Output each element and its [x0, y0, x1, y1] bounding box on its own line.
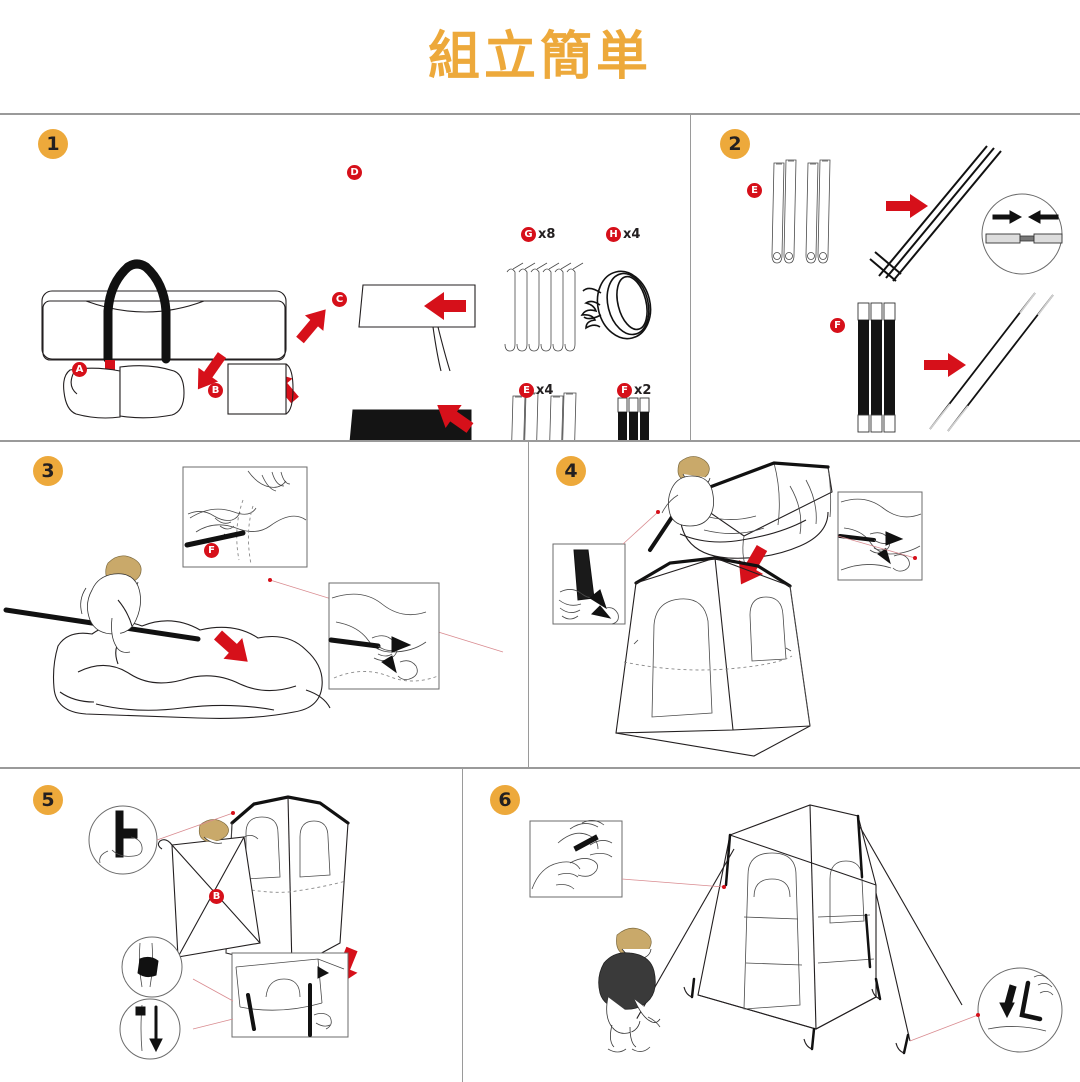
arrow-bag-to-d	[296, 309, 326, 344]
folded-poles-f	[857, 302, 896, 433]
panel-2-illustration	[771, 145, 1063, 433]
standing-tent	[615, 556, 811, 757]
part-e-poles	[511, 392, 577, 440]
inset-stake-detail	[977, 967, 1063, 1053]
instruction-grid: 1	[0, 113, 1080, 1082]
panel-step-6: 6	[462, 767, 1080, 1082]
panel-5-illustration	[88, 795, 358, 1060]
panel-step-3: 3	[0, 440, 528, 767]
part-c-pole-bag	[349, 409, 472, 440]
part-a-folded-body	[63, 365, 185, 419]
inset-pole-tip-pocket	[328, 582, 440, 690]
panel-step-1: 1	[0, 115, 690, 440]
col-divider-row3	[462, 767, 463, 1082]
arrow-bag-to-b	[197, 352, 227, 390]
part-h-guylines	[580, 270, 652, 340]
person-panel5	[198, 819, 229, 844]
part-label-h: H x4	[606, 227, 640, 242]
folded-poles-e	[771, 159, 831, 264]
row-divider-1	[0, 440, 1080, 442]
col-divider-row2	[528, 440, 529, 767]
step-badge-1: 1	[38, 129, 68, 159]
folded-tent-on-ground	[52, 620, 331, 719]
part-label-d: D	[347, 165, 364, 180]
part-label-a: A	[72, 362, 89, 377]
inset-pole-hook-detail	[837, 491, 923, 581]
assembled-pole-e	[869, 145, 1002, 282]
tent-being-raised	[648, 461, 833, 577]
part-label-f-panel2: F	[830, 318, 847, 333]
arrow-d-to-g	[424, 292, 466, 320]
panel-4-illustration	[552, 456, 923, 757]
panel-1-illustration	[41, 259, 652, 440]
page-title: 組立簡単	[427, 26, 652, 87]
col-divider-row1	[690, 115, 691, 440]
step-badge-5: 5	[33, 785, 63, 815]
inset-pole-tip-detail	[119, 998, 181, 1060]
part-label-g: G x8	[521, 227, 555, 242]
step-badge-6: 6	[490, 785, 520, 815]
part-label-f-panel3: F	[204, 543, 221, 558]
panel-6-illustration	[529, 804, 1063, 1055]
inset-fly-corner-detail	[192, 952, 349, 1038]
inset-pole-into-sleeve	[182, 466, 308, 568]
tent-final	[631, 804, 963, 1055]
inset-buckle-detail	[88, 805, 158, 875]
row-divider-2	[0, 767, 1080, 769]
inset-hand-pole-clip	[552, 543, 626, 625]
title-bar: 組立簡単	[0, 0, 1080, 113]
inset-velcro-detail	[121, 936, 183, 998]
part-label-c: C	[332, 292, 349, 307]
panel-step-4: 4	[528, 440, 1080, 767]
part-label-b: B	[208, 383, 225, 398]
step-badge-2: 2	[720, 129, 750, 159]
part-f-poles	[617, 397, 650, 440]
panel-step-2: 2	[690, 115, 1080, 440]
person-raising-tent	[661, 456, 714, 527]
assembled-pole-f	[929, 292, 1054, 432]
part-label-e: E x4	[519, 383, 553, 398]
part-label-f: F x2	[617, 383, 651, 398]
arrow-e-assembled	[886, 194, 928, 218]
person-inserting-pole	[80, 555, 142, 653]
pole-joint-detail-circle	[981, 193, 1063, 275]
inset-knot-detail	[529, 820, 623, 898]
step-badge-4: 4	[556, 456, 586, 486]
arrow-c-to-e	[437, 405, 474, 433]
part-g-stakes	[504, 262, 584, 352]
part-b-rainfly	[227, 363, 294, 415]
part-d-stake-bag	[358, 284, 476, 372]
person-staking	[598, 927, 661, 1053]
part-label-e-panel2: E	[747, 183, 764, 198]
arrow-to-inset	[213, 630, 248, 662]
step-badge-3: 3	[33, 456, 63, 486]
part-label-b-panel5: B	[209, 889, 226, 904]
panel-3-illustration	[3, 466, 504, 719]
panel-step-5: 5	[0, 767, 462, 1082]
carry-bag-icon	[41, 259, 287, 364]
arrow-f-assembled	[924, 353, 966, 377]
